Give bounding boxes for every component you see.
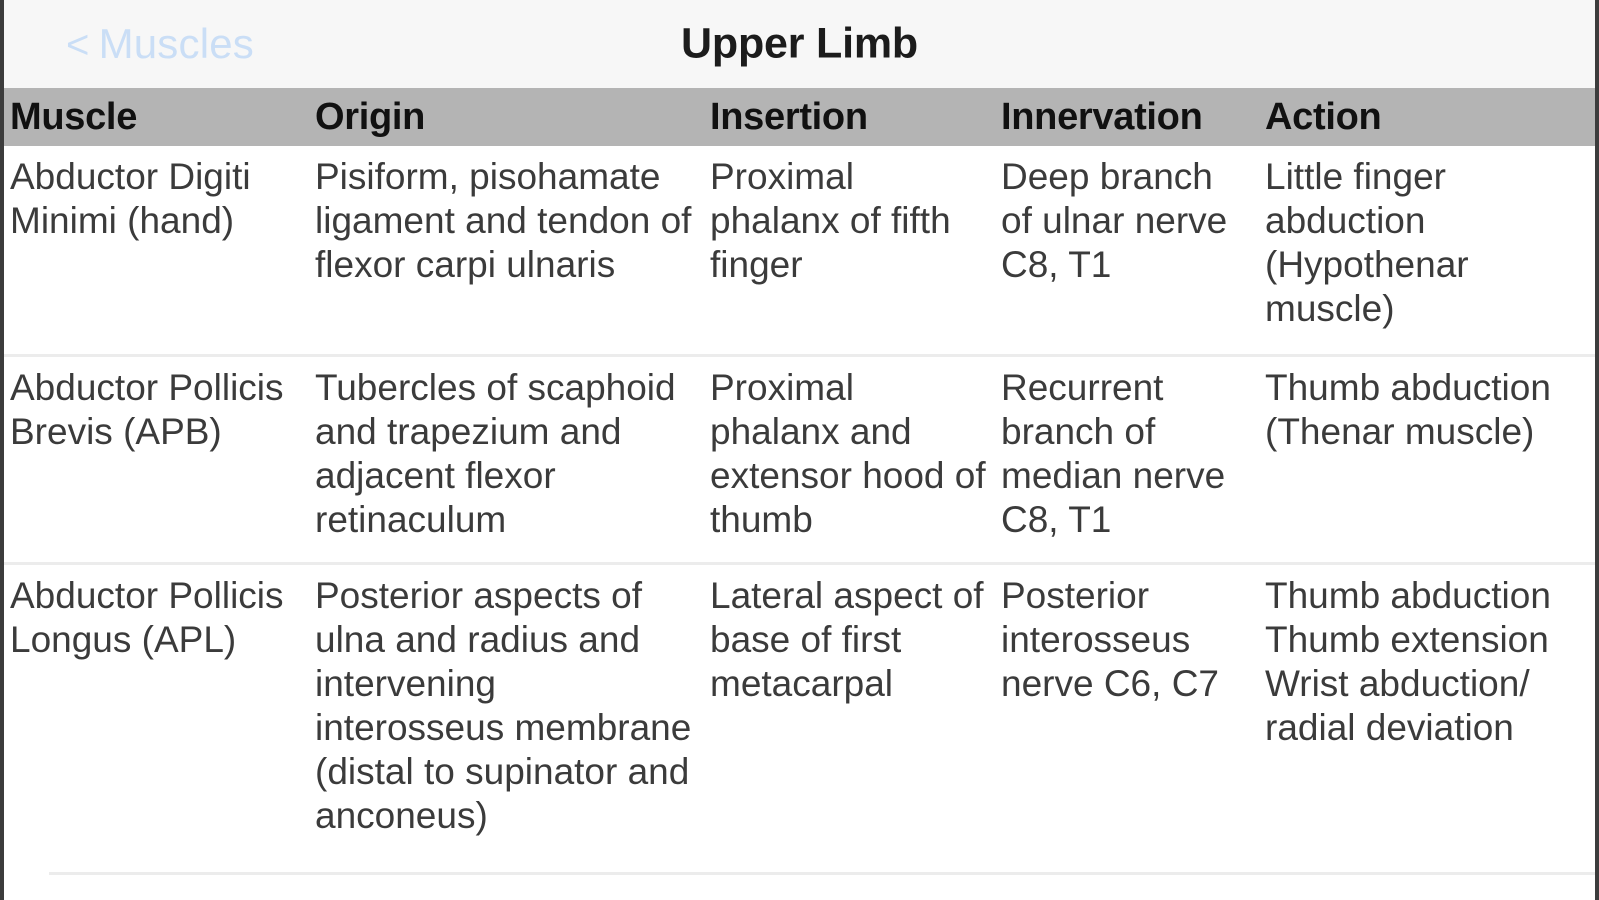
column-header-muscle[interactable]: Muscle <box>10 95 138 138</box>
chevron-left-icon: < <box>66 23 90 67</box>
table-row[interactable]: Abductor Pollicis Brevis (APB) Tubercles… <box>4 354 1595 562</box>
column-header-insertion[interactable]: Insertion <box>710 95 868 138</box>
muscles-table: Muscle Origin Insertion Innervation Acti… <box>4 88 1595 875</box>
cell-origin: Pisiform, pisohamate ligament and tendon… <box>315 156 692 286</box>
column-header-action[interactable]: Action <box>1265 95 1382 138</box>
back-to-muscles-button[interactable]: < Muscles <box>66 20 254 67</box>
navigation-bar: < Muscles Upper Limb <box>4 0 1595 88</box>
page-title: Upper Limb <box>681 19 918 68</box>
column-header-origin[interactable]: Origin <box>315 95 426 138</box>
cell-action: Thumb abduction (Thenar muscle) <box>1265 367 1551 453</box>
cell-origin: Posterior aspects of ulna and radius and… <box>315 575 692 837</box>
table-row[interactable]: Abductor Pollicis Longus (APL) Posterior… <box>4 562 1595 872</box>
cell-muscle: Abductor Digiti Minimi (hand) <box>10 156 251 242</box>
column-header-innervation[interactable]: Innervation <box>1001 95 1203 138</box>
table-row-divider <box>49 872 1595 875</box>
cell-action: Thumb abduction Thumb extension Wrist ab… <box>1265 575 1551 749</box>
cell-insertion: Proximal phalanx and extensor hood of th… <box>710 367 986 541</box>
cell-insertion: Lateral aspect of base of first metacarp… <box>710 575 984 705</box>
cell-origin: Tubercles of scaphoid and trapezium and … <box>315 367 676 541</box>
back-button-label: Muscles <box>98 20 254 67</box>
cell-insertion: Proximal phalanx of fifth finger <box>710 156 951 286</box>
cell-innervation: Posterior interosseus nerve C6, C7 <box>1001 575 1219 705</box>
cell-innervation: Recurrent branch of median nerve C8, T1 <box>1001 367 1226 541</box>
cell-innervation: Deep branch of ulnar nerve C8, T1 <box>1001 156 1228 286</box>
cell-action: Little finger abduction (Hypothenar musc… <box>1265 156 1469 330</box>
cell-muscle: Abductor Pollicis Longus (APL) <box>10 575 284 661</box>
table-header-row: Muscle Origin Insertion Innervation Acti… <box>4 88 1595 146</box>
cell-muscle: Abductor Pollicis Brevis (APB) <box>10 367 284 453</box>
table-row[interactable]: Abductor Digiti Minimi (hand) Pisiform, … <box>4 146 1595 354</box>
